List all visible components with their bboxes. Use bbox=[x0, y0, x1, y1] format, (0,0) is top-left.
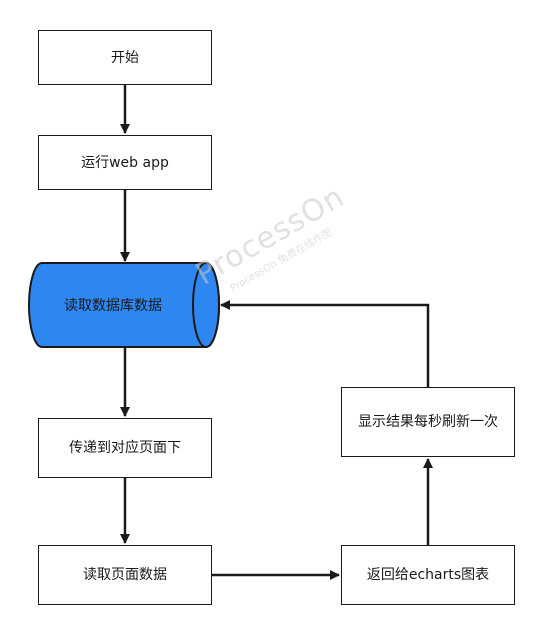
node-start-label: 开始 bbox=[111, 49, 139, 66]
node-return-to-echarts-label: 返回给echarts图表 bbox=[366, 567, 490, 583]
database-shape bbox=[28, 262, 220, 348]
node-display-refresh-label: 显示结果每秒刷新一次 bbox=[358, 414, 498, 430]
node-display-refresh: 显示结果每秒刷新一次 bbox=[341, 387, 515, 457]
node-read-page-data-label: 读取页面数据 bbox=[83, 567, 167, 583]
database-end-cap bbox=[192, 262, 220, 348]
node-read-database-label: 读取数据库数据 bbox=[64, 298, 162, 314]
node-return-to-echarts: 返回给echarts图表 bbox=[341, 545, 515, 605]
node-read-database: 读取数据库数据 bbox=[28, 290, 198, 320]
node-start: 开始 bbox=[38, 30, 212, 85]
node-run-web-app: 运行web app bbox=[38, 135, 212, 190]
node-pass-to-page-label: 传递到对应页面下 bbox=[69, 440, 181, 456]
node-pass-to-page: 传递到对应页面下 bbox=[38, 418, 212, 478]
node-read-page-data: 读取页面数据 bbox=[38, 545, 212, 605]
arrow-display-to-db bbox=[220, 300, 430, 387]
node-run-web-app-label: 运行web app bbox=[81, 154, 169, 171]
